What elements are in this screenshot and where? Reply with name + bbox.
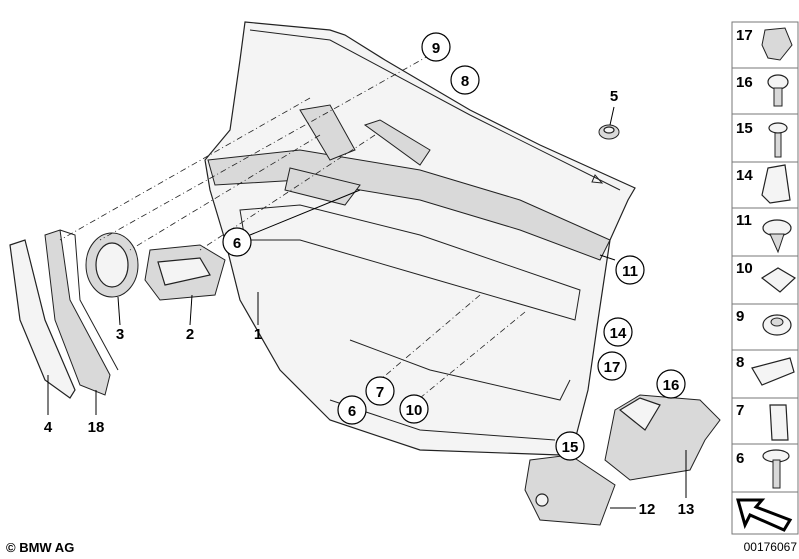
legend-label-11: 11 [736, 212, 752, 229]
callout-16: 16 [656, 369, 686, 399]
direction-arrow-icon [736, 498, 793, 532]
part-3-speaker [85, 232, 139, 298]
leader-lines [47, 106, 687, 509]
callout-6-top: 6 [222, 227, 252, 257]
nut-9-icon [762, 314, 792, 336]
legend-label-16: 16 [736, 74, 753, 91]
callout-12: 12 [639, 501, 656, 518]
drawing-id: 00176067 [744, 540, 798, 554]
clip-7-icon [769, 404, 789, 441]
svg-text:14: 14 [610, 325, 627, 342]
clip-8-icon [751, 357, 795, 386]
part-13-bracket [604, 394, 721, 481]
screw-16-icon [767, 74, 789, 107]
callout-8: 8 [450, 65, 480, 95]
svg-text:16: 16 [663, 377, 680, 394]
part-4-trim [9, 239, 76, 399]
callout-11: 11 [615, 255, 645, 285]
svg-text:8: 8 [461, 73, 469, 90]
rivet-11-icon [762, 219, 792, 254]
svg-text:6: 6 [348, 403, 356, 420]
screw-6-icon [762, 449, 790, 489]
callout-3: 3 [116, 326, 124, 343]
callout-13: 13 [678, 501, 695, 518]
callout-7: 7 [365, 376, 395, 406]
copyright-text: © BMW AG [6, 540, 74, 555]
callout-15: 15 [555, 431, 585, 461]
legend-label-17: 17 [736, 27, 753, 44]
legend-label-6: 6 [736, 450, 744, 467]
legend-label-15: 15 [736, 120, 753, 137]
door-trim-panel [204, 21, 636, 456]
legend-label-9: 9 [736, 308, 744, 325]
callout-5: 5 [610, 88, 618, 105]
callout-1: 1 [254, 326, 262, 343]
part-12-bracket [524, 454, 616, 526]
svg-text:6: 6 [233, 235, 241, 252]
screw-15-icon [768, 122, 788, 158]
part-18-trim [44, 229, 119, 396]
callout-17: 17 [597, 351, 627, 381]
callout-4: 4 [44, 419, 53, 436]
svg-text:10: 10 [406, 402, 423, 419]
callout-10: 10 [399, 394, 429, 424]
clip-17-icon [761, 27, 793, 61]
callout-6-bottom: 6 [337, 395, 367, 425]
legend-label-7: 7 [736, 402, 744, 419]
legend-label-8: 8 [736, 354, 744, 371]
parts-legend: 17 16 15 14 11 10 9 8 7 6 [731, 21, 799, 535]
svg-text:7: 7 [376, 384, 384, 401]
svg-text:9: 9 [432, 40, 440, 57]
part-2-handle [144, 244, 226, 301]
svg-text:15: 15 [562, 439, 579, 456]
callout-14: 14 [603, 317, 633, 347]
svg-text:11: 11 [622, 263, 638, 280]
part-5-clip [598, 124, 620, 140]
legend-label-10: 10 [736, 260, 753, 277]
callout-18: 18 [88, 419, 105, 436]
legend-label-14: 14 [736, 167, 753, 184]
callout-9: 9 [421, 32, 451, 62]
clip-14-icon [761, 164, 791, 204]
callout-2: 2 [186, 326, 194, 343]
nut-10-icon [760, 267, 796, 293]
svg-text:17: 17 [604, 359, 621, 376]
